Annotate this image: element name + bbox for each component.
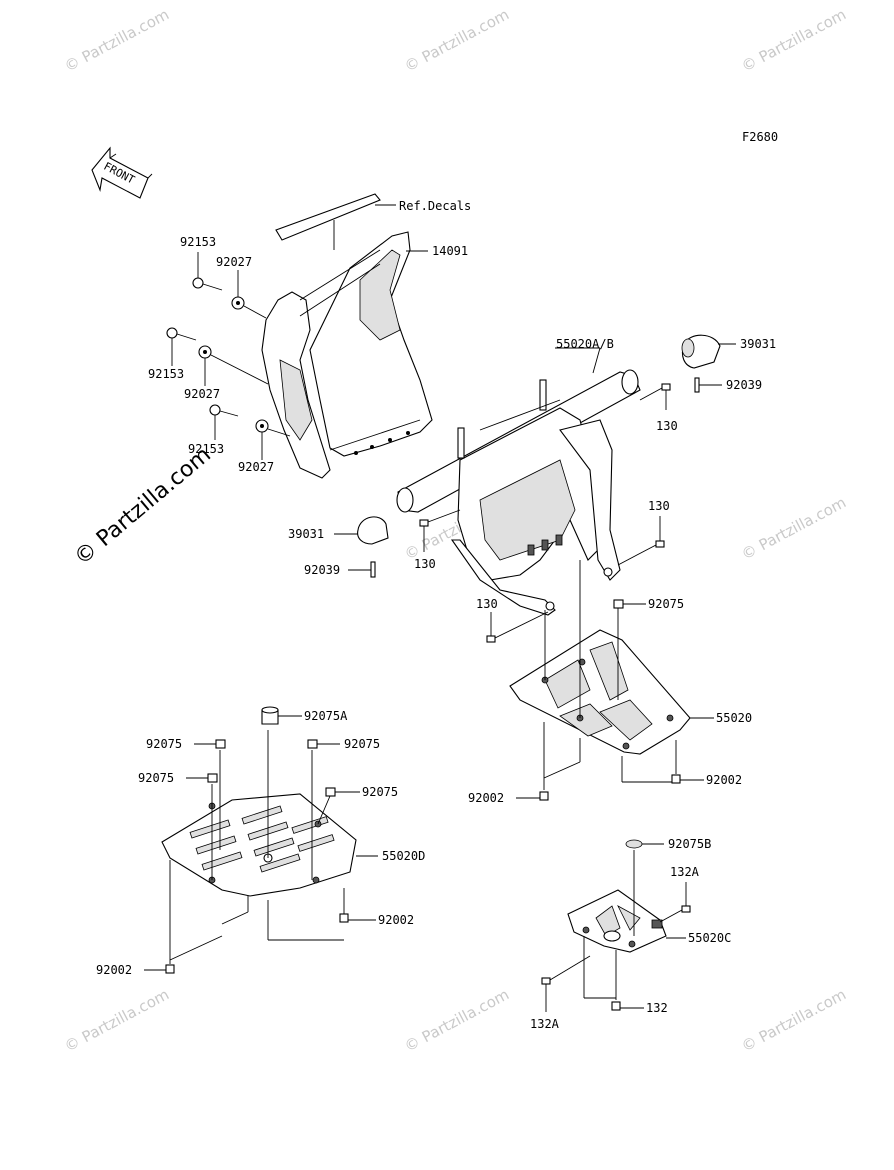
watermark-group: © Partzilla.com © Partzilla.com © Partzi… [61,5,849,1055]
bolt-icon [209,404,239,440]
part-label-92027: 92027 [216,255,252,269]
part-label-92075: 92075 [648,597,684,611]
part-label-92027: 92027 [184,387,220,401]
washer-icon [231,270,267,319]
part-label-92039: 92039 [304,563,340,577]
pin-icon [694,377,722,393]
part-label-92039: 92039 [726,378,762,392]
part-label-130: 130 [414,557,436,571]
copyright-watermark: © Partzilla.com [70,442,216,570]
bolt-icon [419,509,461,552]
bolt-icon [516,722,581,801]
watermark: © Partzilla.com [738,985,849,1055]
watermark: © Partzilla.com [61,5,172,75]
part-label-92075: 92075 [146,737,182,751]
skid-plate-part: 55020D [161,730,425,897]
part-label-92027: 92027 [238,460,274,474]
watermark: © Partzilla.com [401,985,512,1055]
part-label-92075: 92075 [344,737,380,751]
part-label-132A: 132A [530,1017,560,1031]
bolt-icon [166,327,197,366]
part-label-55020: 55020 [716,711,752,725]
nut-icon [307,739,340,749]
washer-icon [255,419,291,460]
part-label-92153: 92153 [188,442,224,456]
part-label-55020C: 55020C [688,931,731,945]
part-label-92002: 92002 [468,791,504,805]
bolt-icon [144,860,249,974]
bolt-icon [583,936,644,1011]
bolt-icon [192,252,223,291]
nut-icon [194,739,226,749]
bolt-icon [617,516,665,566]
bolt-icon [267,888,376,941]
bolt-icon [486,611,549,643]
watermark: © Partzilla.com [738,5,849,75]
part-label-92002: 92002 [706,773,742,787]
collar-icon [261,706,302,725]
part-label-92075A: 92075A [304,709,348,723]
bolt-icon [639,383,671,410]
diagram-code: F2680 [742,130,778,144]
nut-icon [317,787,360,825]
bolt-icon [541,955,591,1012]
nut-icon [186,773,218,783]
skid-plate-part: 55020 [509,560,752,755]
part-label-92153: 92153 [148,367,184,381]
part-label-130: 130 [648,499,670,513]
watermark: © Partzilla.com [738,493,849,563]
part-label-39031: 39031 [288,527,324,541]
part-label-92075: 92075 [362,785,398,799]
bolt-icon [659,882,691,923]
part-label-92002: 92002 [96,963,132,977]
washer-icon [198,345,269,386]
part-label-130: 130 [656,419,678,433]
part-label-130: 130 [476,597,498,611]
part-label-92075B: 92075B [668,837,711,851]
pin-icon [348,561,376,578]
bumper-frame-part: 55020A/B [396,337,641,616]
part-label-55020D: 55020D [382,849,425,863]
small-skid-plate-part: 55020C [567,850,731,953]
end-cap-icon [334,516,389,545]
part-label-132: 132 [646,1001,668,1015]
part-label-132A: 132A [670,865,700,879]
part-label-14091: 14091 [432,244,468,258]
ref-decals-part: Ref.Decals [275,193,471,250]
part-label-39031: 39031 [740,337,776,351]
nut-icon [613,599,646,700]
part-label-92075: 92075 [138,771,174,785]
ref-decals-label: Ref.Decals [399,199,471,213]
part-label-92002: 92002 [378,913,414,927]
end-cap-icon [681,334,736,369]
front-arrow-icon: FRONT [91,146,153,199]
front-guard-part: 14091 [261,231,468,479]
watermark: © Partzilla.com [401,5,512,75]
plug-icon [625,839,664,849]
bolt-icon [621,740,704,784]
part-label-55020ab: 55020A/B [556,337,614,351]
part-label-92153: 92153 [180,235,216,249]
watermark: © Partzilla.com [61,985,172,1055]
